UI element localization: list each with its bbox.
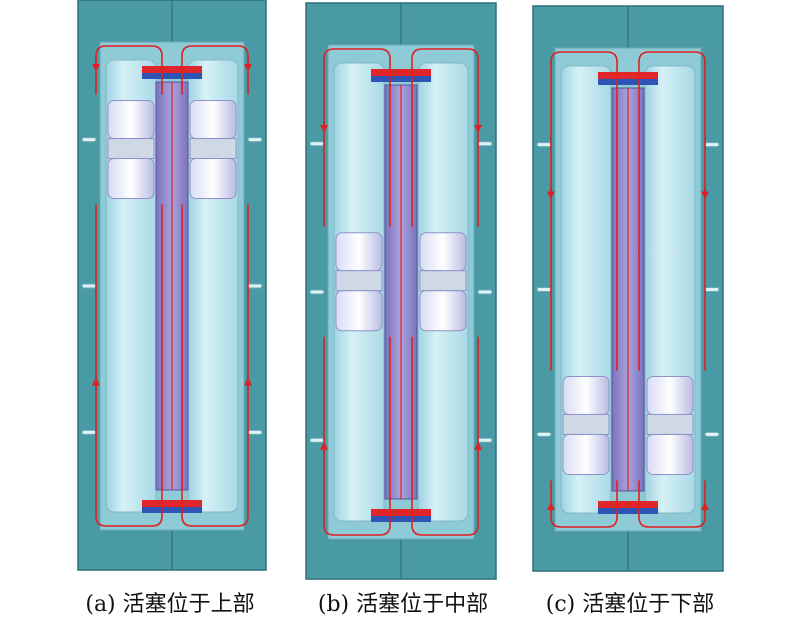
- top-end-plate-blue: [598, 79, 658, 85]
- bottom-end-plate-red: [142, 500, 202, 507]
- side-notch: [247, 429, 263, 435]
- top-end-plate-red: [142, 66, 202, 73]
- side-notch: [536, 287, 552, 292]
- side-notch: [536, 142, 552, 148]
- piston-seal: [562, 413, 610, 435]
- top-end-plate-blue: [371, 76, 431, 82]
- caption-b: (b) 活塞位于中部: [317, 592, 489, 617]
- side-notch: [704, 431, 720, 437]
- side-notch: [536, 431, 552, 437]
- side-notch: [477, 141, 493, 147]
- piston-upper: [189, 100, 237, 140]
- flow-loop-upper: [550, 51, 618, 371]
- piston-seal: [189, 138, 237, 160]
- piston-seal: [419, 270, 467, 292]
- flow-loop-lower: [181, 204, 249, 527]
- piston-lower: [646, 433, 694, 475]
- cylinder-panel: [532, 5, 724, 572]
- side-notch: [477, 289, 493, 295]
- cylinder-panel: [77, 0, 267, 571]
- piston-seal: [107, 138, 155, 160]
- flow-loop-upper: [638, 51, 706, 371]
- flow-loop-lower: [95, 204, 163, 527]
- top-end-plate-blue: [142, 73, 202, 79]
- side-notch: [81, 429, 97, 435]
- piston-upper: [562, 375, 610, 415]
- side-notch: [309, 437, 325, 443]
- piston-lower: [335, 290, 383, 332]
- cylinder-panel: [305, 2, 497, 580]
- caption-c: (c) 活塞位于下部: [545, 592, 715, 617]
- flow-loop-lower: [550, 480, 618, 528]
- bottom-end-plate-red: [598, 501, 658, 508]
- piston-lower: [419, 290, 467, 332]
- flow-loop-lower: [323, 336, 391, 536]
- side-notch: [81, 137, 97, 143]
- bottom-end-plate-blue: [142, 507, 202, 513]
- top-end-plate-red: [371, 69, 431, 76]
- piston-seal: [335, 270, 383, 292]
- top-end-plate-red: [598, 72, 658, 79]
- side-notch: [704, 142, 720, 148]
- piston-lower: [107, 158, 155, 200]
- flow-loop-upper: [411, 48, 479, 227]
- piston-seal: [646, 413, 694, 435]
- side-notch: [309, 289, 325, 295]
- piston-upper: [335, 232, 383, 272]
- bottom-end-plate-blue: [598, 508, 658, 514]
- piston-lower: [562, 433, 610, 475]
- side-notch: [81, 283, 97, 289]
- side-notch: [247, 283, 263, 289]
- flow-loop-upper: [181, 45, 249, 95]
- piston-upper: [646, 375, 694, 415]
- bottom-end-plate-red: [371, 509, 431, 516]
- side-notch: [247, 137, 263, 143]
- flow-loop-upper: [323, 48, 391, 227]
- piston-upper: [419, 232, 467, 272]
- piston-lower: [189, 158, 237, 200]
- side-notch: [309, 141, 325, 147]
- piston-upper: [107, 100, 155, 140]
- bottom-end-plate-blue: [371, 516, 431, 522]
- side-notch: [704, 287, 720, 292]
- flow-loop-lower: [638, 480, 706, 528]
- caption-a: (a) 活塞位于上部: [85, 592, 255, 617]
- flow-loop-lower: [411, 336, 479, 536]
- side-notch: [477, 437, 493, 443]
